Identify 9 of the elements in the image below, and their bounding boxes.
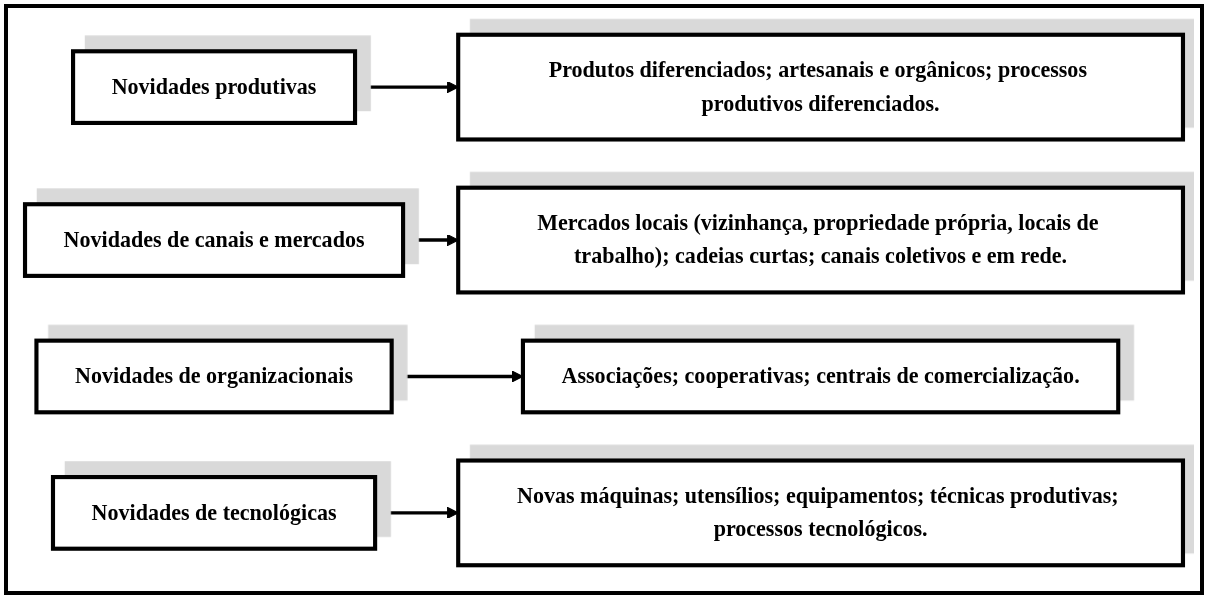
node-box <box>22 201 406 278</box>
node-box <box>456 32 1186 142</box>
node-box <box>71 48 358 125</box>
node-box <box>456 185 1186 294</box>
node-box <box>520 338 1121 414</box>
node-box <box>50 474 378 551</box>
diagram-frame: Novidades produtivas Produtos diferenciados; artesanais e orgânicos; processos produtivos diferenciados. Novidades de canais e mercados Mercados locais (vizinhança, propriedade própria, locais de trabalho); cadeias curtas; canais coletivos e em rede. Novidades de organizacionais Associações; cooperativas; centrais de comercialização. Novidades de tecnológicas Novas máquinas; utensílios; equipamentos; técnicas produtivas; processos tecnológicos. <box>4 4 1204 595</box>
node-box <box>34 338 394 414</box>
node-box <box>456 457 1186 567</box>
